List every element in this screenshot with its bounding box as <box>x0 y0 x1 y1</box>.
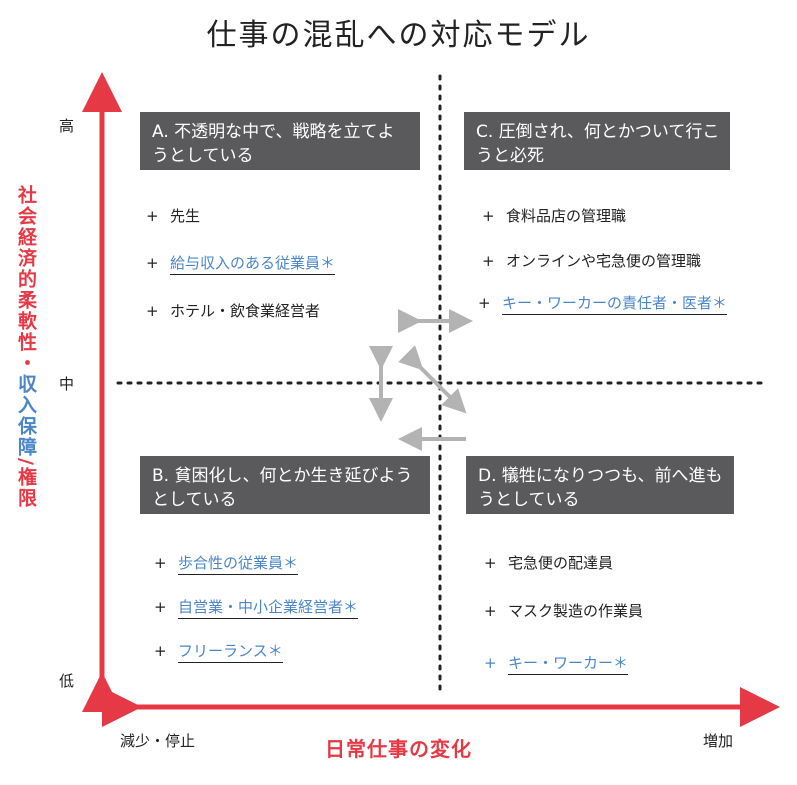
plus-marker: + <box>154 642 167 660</box>
y-tick-mid: 中 <box>59 375 75 393</box>
y-axis-label-red-2: /権限 <box>15 458 37 509</box>
y-axis-label-blue: 収入保障 <box>15 374 37 458</box>
quadrant-b-item-3[interactable]: + フリーランス＊ <box>154 640 283 663</box>
plus-marker: + <box>478 294 491 312</box>
diagram-title: 仕事の混乱への対応モデル <box>206 18 591 53</box>
plus-marker: + <box>146 302 159 320</box>
plus-marker: + <box>154 598 167 616</box>
quadrant-c-item-3[interactable]: + キー・ワーカーの責任者・医者＊ <box>478 292 728 315</box>
item-link[interactable]: フリーランス＊ <box>178 642 283 663</box>
item-text: マスク製造の作業員 <box>508 602 644 620</box>
quadrant-d-title: D. 犠牲になりつつも、前へ進もうとしている <box>466 456 734 514</box>
plus-marker: + <box>154 554 167 572</box>
plus-marker: + <box>482 207 495 225</box>
plus-marker: + <box>146 254 159 272</box>
quadrant-a-item-2[interactable]: + 給与収入のある従業員＊ <box>146 252 336 275</box>
quadrant-b-item-2[interactable]: + 自営業・中小企業経営者＊ <box>154 596 359 619</box>
x-axis-left-label: 減少・停止 <box>120 732 196 750</box>
item-link[interactable]: キー・ワーカー＊ <box>508 654 629 675</box>
item-text: 先生 <box>170 207 201 225</box>
plus-marker: + <box>484 654 497 672</box>
y-tick-low: 低 <box>59 672 75 690</box>
quadrant-a-item-3: + ホテル・飲食業経営者 <box>146 300 320 321</box>
arrow-a-d <box>398 345 467 414</box>
item-text: 食料品店の管理職 <box>506 207 627 225</box>
quadrant-d-item-1: + 宅急便の配達員 <box>484 552 613 573</box>
quadrant-d-item-3[interactable]: + キー・ワーカー＊ <box>484 652 629 675</box>
plus-marker: + <box>484 602 497 620</box>
item-link[interactable]: 歩合性の従業員＊ <box>178 554 299 575</box>
y-tick-high: 高 <box>59 117 75 135</box>
x-axis-right-label: 増加 <box>703 732 734 750</box>
quadrant-c-item-1: + 食料品店の管理職 <box>482 205 626 226</box>
plus-marker: + <box>146 207 159 225</box>
plus-marker: + <box>484 554 497 572</box>
item-text: ホテル・飲食業経営者 <box>170 302 321 320</box>
quadrant-a-title: A. 不透明な中で、戦略を立てようとしている <box>140 112 420 170</box>
plus-marker: + <box>482 252 495 270</box>
y-axis-label: 社会経済的柔軟性・収入保障/権限 <box>4 185 40 585</box>
quadrant-a-item-1: + 先生 <box>146 205 200 226</box>
x-axis-label: 日常仕事の変化 <box>325 737 472 761</box>
quadrant-c-item-2: + オンラインや宅急便の管理職 <box>482 250 701 271</box>
quadrant-d-item-2: + マスク製造の作業員 <box>484 600 643 621</box>
item-text: オンラインや宅急便の管理職 <box>506 252 702 270</box>
item-link[interactable]: 自営業・中小企業経営者＊ <box>178 598 359 619</box>
item-text: 宅急便の配達員 <box>508 554 614 572</box>
item-link[interactable]: 給与収入のある従業員＊ <box>170 254 336 275</box>
y-axis-label-red-1: 社会経済的柔軟性・ <box>15 185 37 374</box>
item-link[interactable]: キー・ワーカーの責任者・医者＊ <box>502 294 728 315</box>
quadrant-b-item-1[interactable]: + 歩合性の従業員＊ <box>154 552 299 575</box>
quadrant-b-title: B. 貧困化し、何とか生き延びようとしている <box>140 456 430 514</box>
transition-arrows <box>369 309 473 451</box>
quadrant-c-title: C. 圧倒され、何とかついて行こうと必死 <box>464 112 730 170</box>
